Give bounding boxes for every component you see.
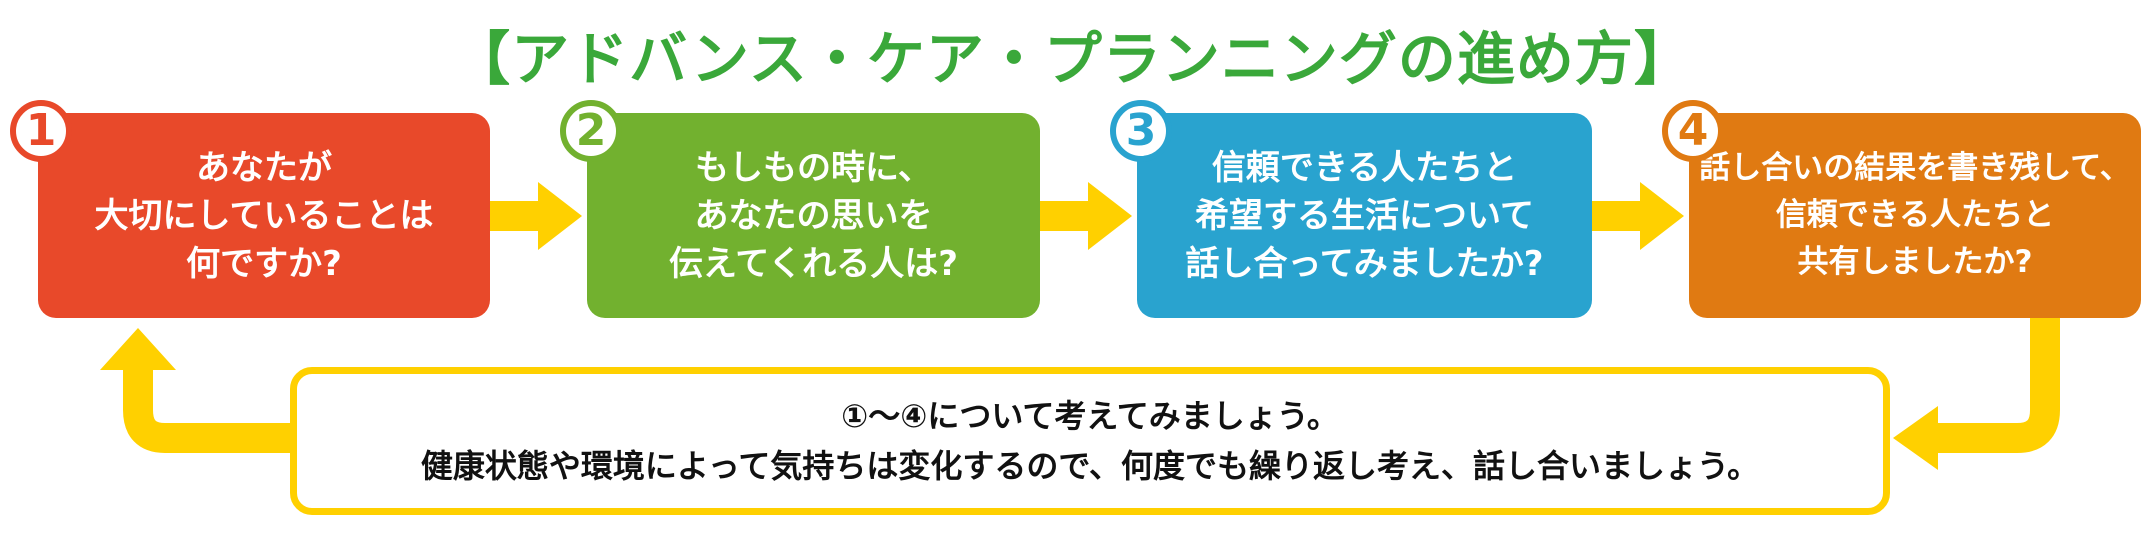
step-3-number-badge: 3 (1110, 100, 1172, 162)
step-4-number-badge: 4 (1662, 100, 1724, 162)
step-1-text: あなたが 大切にしていることは 何ですか? (94, 147, 434, 284)
step-2-text: もしもの時に、 あなたの思いを 伝えてくれる人は? (668, 147, 958, 284)
summary-box: ①〜④について考えてみましょう。 健康状態や環境によって気持ちは変化するので、何… (290, 367, 1890, 515)
step-3-box: 信頼できる人たちと 希望する生活について 話し合ってみましたか? (1137, 113, 1592, 318)
arrow-2-3 (1040, 182, 1132, 250)
loop-arrowhead-right (1893, 406, 1938, 470)
step-4-text: 話し合いの結果を書き残して、 信頼できる人たちと 共有しましたか? (1699, 150, 2131, 280)
loop-arrow-left (123, 368, 290, 453)
loop-arrowhead-left (100, 328, 176, 370)
step-1-number-badge: 1 (10, 100, 72, 162)
step-1-box: あなたが 大切にしていることは 何ですか? (38, 113, 490, 318)
summary-text: ①〜④について考えてみましょう。 健康状態や環境によって気持ちは変化するので、何… (420, 397, 1760, 485)
arrow-3-4 (1592, 182, 1684, 250)
step-4-box: 話し合いの結果を書き残して、 信頼できる人たちと 共有しましたか? (1689, 113, 2141, 318)
step-2-number-badge: 2 (560, 100, 622, 162)
loop-arrow-right (1935, 318, 2060, 453)
page-title: 【アドバンス・ケア・プランニングの進め方】 (452, 25, 1693, 93)
step-3-text: 信頼できる人たちと 希望する生活について 話し合ってみましたか? (1185, 147, 1544, 284)
step-2-box: もしもの時に、 あなたの思いを 伝えてくれる人は? (587, 113, 1040, 318)
arrow-1-2 (490, 182, 582, 250)
